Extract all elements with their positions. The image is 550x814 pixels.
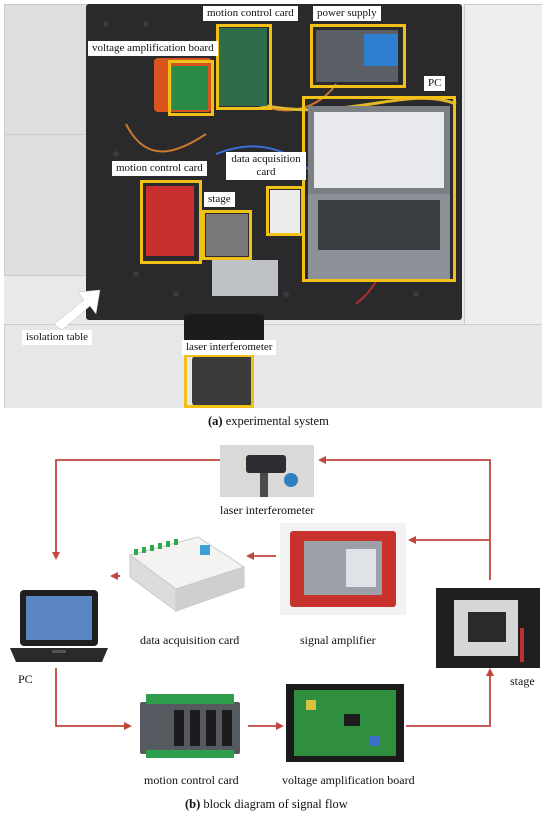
stage-device: [206, 214, 248, 256]
signal-amplifier-image: [280, 523, 406, 615]
experimental-system-photo: [4, 4, 542, 408]
label-pc: PC: [424, 76, 446, 91]
label-data-acquisition-card: data acquisition card: [226, 152, 306, 180]
label-motion-control-card-top: motion control card: [203, 6, 298, 21]
label-isolation-table: isolation table: [22, 330, 93, 345]
caption-b: (b) block diagram of signal flow: [185, 797, 348, 812]
caption-a-text: experimental system: [222, 414, 329, 428]
motion-control-card-top-device: [219, 28, 267, 106]
box-laser-interferometer: [184, 354, 254, 408]
diagram-label-voltage-amplification-board: voltage amplification board: [282, 773, 415, 787]
optics-mount: [212, 260, 278, 296]
voltage-amp-board-device: [172, 66, 208, 110]
isolation-table-arrow: [53, 289, 101, 331]
motion-control-card-image: [134, 688, 246, 760]
box-motion-control-card-top: [216, 24, 272, 110]
label-voltage-amplification-board: voltage amplification board: [88, 41, 218, 56]
signal-flow-arrows: [52, 456, 494, 730]
box-voltage-amplification-board: [168, 60, 214, 116]
label-laser-interferometer: laser interferometer: [182, 340, 277, 355]
caption-b-letter: (b): [185, 797, 201, 811]
diagram-label-pc: PC: [18, 672, 33, 686]
caption-b-text: block diagram of signal flow: [200, 797, 348, 811]
box-pc: [302, 96, 456, 282]
voltage-amplification-board-image: [286, 684, 404, 762]
diagram-label-signal-amplifier: signal amplifier: [300, 633, 376, 647]
label-motion-control-card-left: motion control card: [112, 161, 207, 176]
laser-interferometer-image: [220, 445, 314, 497]
box-power-supply: [310, 24, 406, 88]
box-data-acquisition-card: [266, 186, 304, 236]
laser-interferometer-device: [192, 356, 252, 406]
diagram-label-motion-control-card: motion control card: [144, 773, 239, 787]
label-power-supply: power supply: [313, 6, 381, 21]
diagram-label-laser-interferometer: laser interferometer: [220, 503, 315, 517]
laptop-display: [314, 112, 444, 188]
diagram-label-data-acquisition-card: data acquisition card: [140, 633, 240, 647]
arrow-pc-to-motion: [55, 668, 132, 730]
label-stage: stage: [204, 192, 235, 207]
arrow-laser-to-pc: [52, 459, 220, 560]
motion-control-card-left-device: [146, 186, 194, 256]
data-acquisition-card-image: [124, 533, 248, 613]
laptop-keyboard: [318, 200, 440, 250]
pc-laptop-icon: [10, 590, 108, 662]
diagram-label-stage: stage: [510, 674, 535, 688]
box-motion-control-card-left: [140, 180, 202, 264]
stage-image: [436, 588, 540, 668]
arrow-voltage-to-stage: [406, 668, 494, 727]
daq-device: [270, 190, 300, 234]
caption-a-letter: (a): [208, 414, 223, 428]
power-supply-module: [364, 34, 398, 66]
caption-a: (a) experimental system: [208, 414, 329, 429]
box-stage: [202, 210, 252, 260]
